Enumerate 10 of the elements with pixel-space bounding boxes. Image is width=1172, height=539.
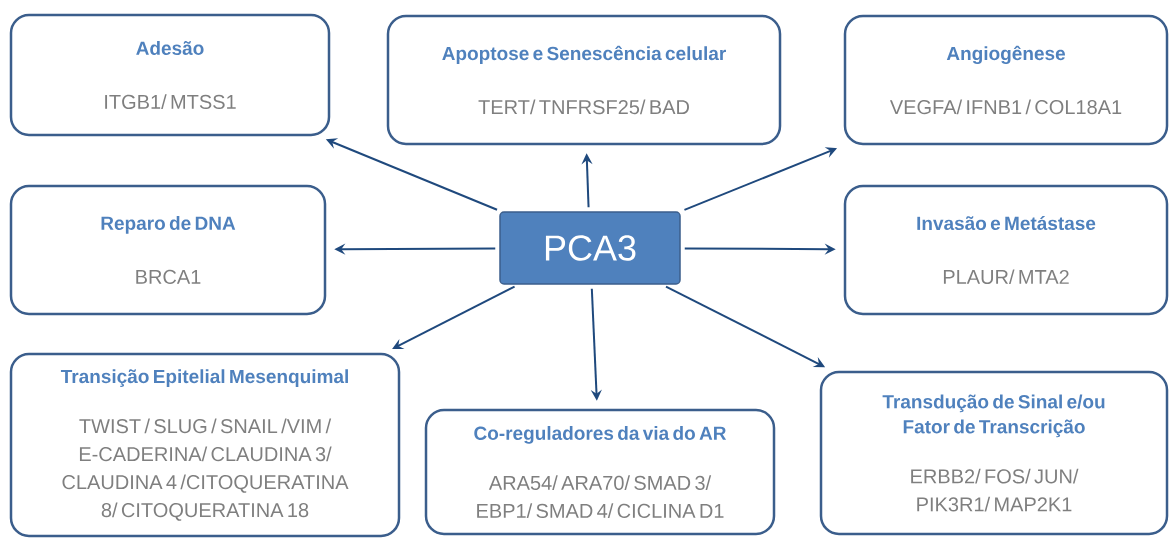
category-box: Transição Epitelial Mesenquimal TWIST / SLUG / SNAIL /VIM / E-CADERINA/ CLAUDINA 3/ CLAUDINA 4 /CITOQUERATINA 8/ CITOQUERATINA 18 <box>9 352 401 538</box>
category-box: Invasão e Metástase PLAUR/ MTA2 <box>843 184 1169 316</box>
category-box: Reparo de DNA BRCA1 <box>9 184 327 316</box>
central-box: PCA3 <box>499 211 681 285</box>
category-box: Apoptose e Senescência celular TERT/ TNFRSF25/ BAD <box>386 14 782 146</box>
category-box: Angiogênese VEGFA/ IFNB1 / COL18A1 <box>843 14 1169 146</box>
category-box: Transdução de Sinal e/ou Fator de Transcrição ERBB2/ FOS/ JUN/ PIK3R1/ MAP2K1 <box>819 370 1169 536</box>
category-box: Co-reguladores da via do AR ARA54/ ARA70/ SMAD 3/ EBP1/ SMAD 4/ CICLINA D1 <box>424 408 776 536</box>
arrow <box>392 285 516 350</box>
category-box: Adesão ITGB1/ MTSS1 <box>9 13 331 137</box>
